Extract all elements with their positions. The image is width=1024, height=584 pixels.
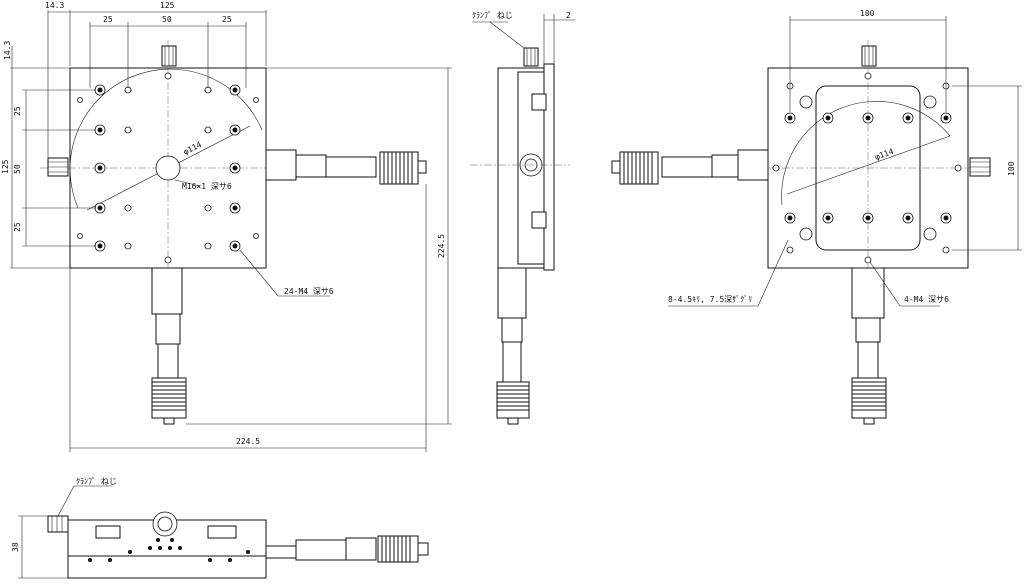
dim-pitch-v-bottom: 25	[13, 222, 22, 232]
dim-pitch-mid: 50	[162, 15, 172, 24]
side-view: ｸﾗﾝﾌﾟ ねじ 2	[470, 11, 575, 425]
dim-pitch-left: 25	[103, 15, 113, 24]
dim-height-total: 125	[1, 159, 10, 174]
front-view: ｸﾗﾝﾌﾟ ねじ 38	[11, 477, 429, 579]
label-center-hole: M16×1 深サ6	[182, 182, 232, 191]
micrometer-right	[265, 149, 427, 185]
dim-pitch-v-mid: 50	[13, 164, 22, 174]
dim-pitch-v-top: 25	[13, 106, 22, 116]
bottom-micrometer-down	[851, 267, 887, 425]
label-holes: 24-M4 深サ6	[284, 287, 334, 296]
dim-overall-w: 224.5	[236, 437, 260, 446]
front-clamp-label: ｸﾗﾝﾌﾟ ねじ	[76, 477, 117, 486]
bottom-holes	[772, 72, 962, 264]
side-thickness: 2	[566, 11, 571, 20]
bottom-holes-label: 4-M4 深サ6	[904, 295, 949, 304]
hole-pattern	[77, 72, 259, 264]
dim-pitch-right: 25	[222, 15, 232, 24]
dim-overall-h: 224.5	[437, 234, 446, 258]
center-hole	[155, 155, 181, 181]
top-view: φ114	[1, 1, 452, 452]
bottom-view: φ114	[611, 9, 1022, 425]
dim-offset-top: 14.3	[3, 41, 12, 60]
dim-width-total: 125	[160, 1, 175, 10]
front-height: 38	[11, 542, 20, 552]
side-clamp-label: ｸﾗﾝﾌﾟ ねじ	[472, 11, 513, 20]
bottom-micrometer-left	[611, 149, 769, 185]
micrometer-bottom	[151, 267, 187, 425]
dim-offset-left: 14.3	[45, 1, 64, 10]
bottom-height-dim: 100	[1007, 161, 1016, 176]
bottom-counterbore-label: 8-4.5ｷﾘ, 7.5深ｻﾞｸﾞﾘ	[668, 295, 752, 304]
bottom-width-dim: 100	[860, 9, 875, 18]
